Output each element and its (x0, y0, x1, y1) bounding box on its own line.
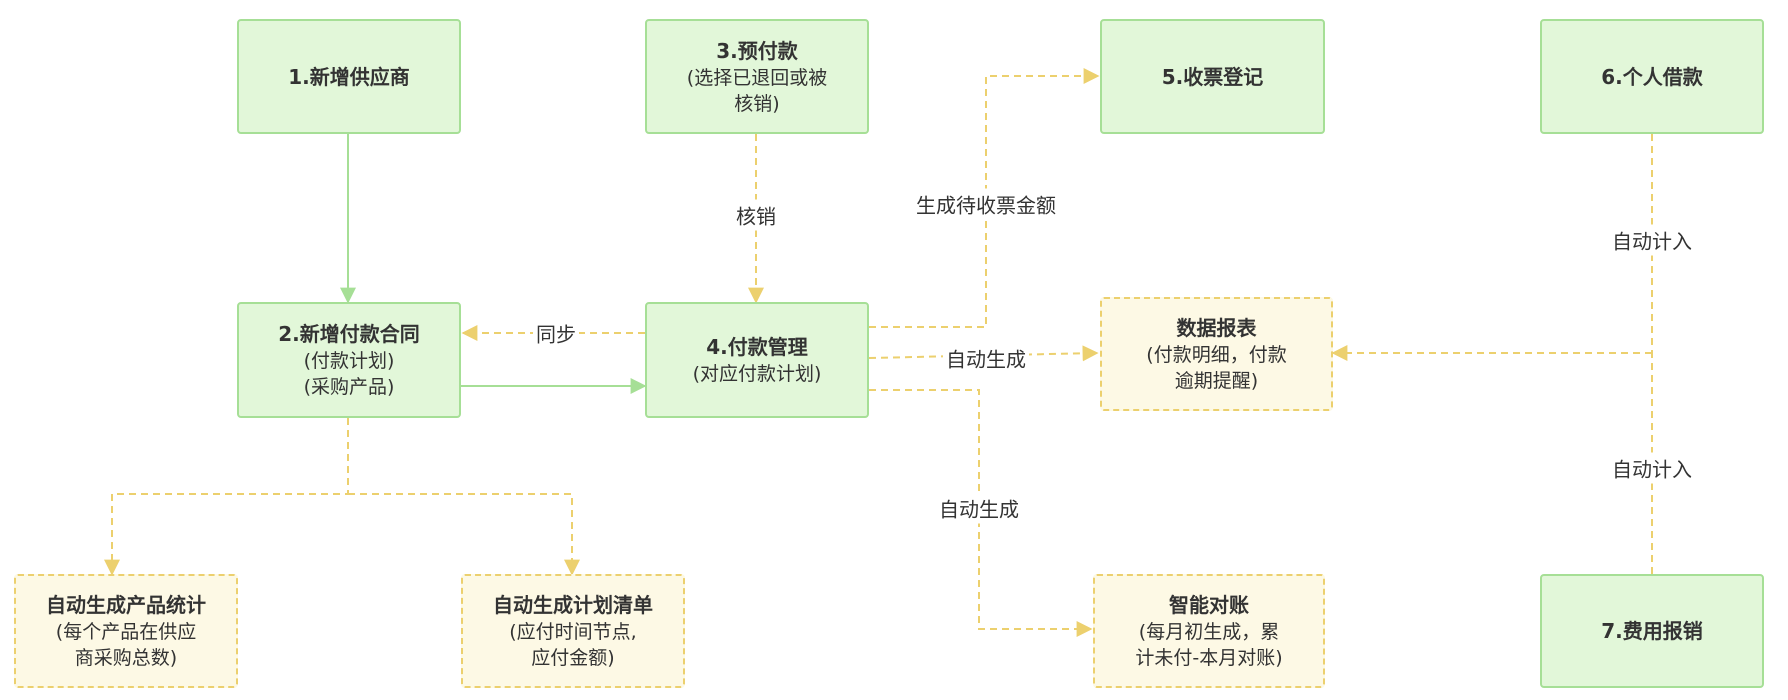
node-line: (每月初生成，累 (1138, 621, 1280, 643)
node-product-stats[interactable]: 自动生成产品统计 (每个产品在供应 商采购总数) (14, 574, 238, 688)
node-title: 4.付款管理 (706, 335, 808, 359)
node-title: 数据报表 (1176, 316, 1257, 340)
node-plan-list[interactable]: 自动生成计划清单 (应付时间节点, 应付金额) (461, 574, 685, 688)
node-line: (选择已退回或被 (686, 66, 828, 89)
node-line: 核销) (734, 92, 780, 115)
edge-label-auto-count-loan: 自动计入 (1609, 224, 1695, 256)
edge-label-writeoff: 核销 (733, 199, 779, 231)
node-title: 3.预付款 (716, 38, 798, 63)
node-title: 1.新增供应商 (288, 64, 410, 89)
edge-label-pending-invoice: 生成待收票金额 (913, 188, 1059, 220)
node-personal-loan[interactable]: 6.个人借款 (1540, 19, 1764, 134)
node-line: 应付金额) (531, 647, 615, 669)
node-line: (对应付款计划) (692, 363, 822, 385)
node-title: 智能对账 (1169, 593, 1249, 617)
node-smart-reconcile[interactable]: 智能对账 (每月初生成，累 计未付-本月对账) (1093, 574, 1325, 688)
node-invoice-registration[interactable]: 5.收票登记 (1100, 19, 1325, 134)
node-title: 7.费用报销 (1601, 619, 1703, 643)
node-line: (付款计划) (303, 350, 395, 372)
edge-label-sync: 同步 (533, 317, 579, 349)
node-expense-reimbursement[interactable]: 7.费用报销 (1540, 574, 1764, 688)
node-line: (应付时间节点, (509, 621, 637, 643)
node-line: 商采购总数) (74, 647, 178, 669)
edge-label-auto-count-expense: 自动计入 (1609, 452, 1695, 484)
node-payment-management[interactable]: 4.付款管理 (对应付款计划) (645, 302, 869, 418)
edge-n2-to-plan-list (348, 493, 580, 576)
node-line: 逾期提醒) (1174, 370, 1259, 392)
node-title: 5.收票登记 (1161, 64, 1264, 89)
node-new-supplier[interactable]: 1.新增供应商 (237, 19, 461, 134)
edge-n2-to-product-stats (104, 418, 349, 576)
node-new-payment-contract[interactable]: 2.新增付款合同 (付款计划) (采购产品) (237, 302, 461, 418)
node-title: 6.个人借款 (1601, 64, 1703, 89)
node-title: 2.新增付款合同 (278, 322, 420, 346)
edge-label-auto-gen-report: 自动生成 (943, 342, 1029, 374)
edge-label-auto-gen-reconcile: 自动生成 (936, 492, 1022, 524)
node-title: 自动生成产品统计 (46, 593, 206, 617)
node-title: 自动生成计划清单 (493, 593, 653, 617)
node-line: (采购产品) (303, 376, 395, 398)
node-line: (每个产品在供应 (55, 621, 197, 643)
node-line: (付款明细，付款 (1146, 344, 1287, 366)
node-prepayment[interactable]: 3.预付款 (选择已退回或被 核销) (645, 19, 869, 134)
node-line: 计未付-本月对账) (1135, 647, 1283, 669)
node-data-report[interactable]: 数据报表 (付款明细，付款 逾期提醒) (1100, 297, 1333, 411)
